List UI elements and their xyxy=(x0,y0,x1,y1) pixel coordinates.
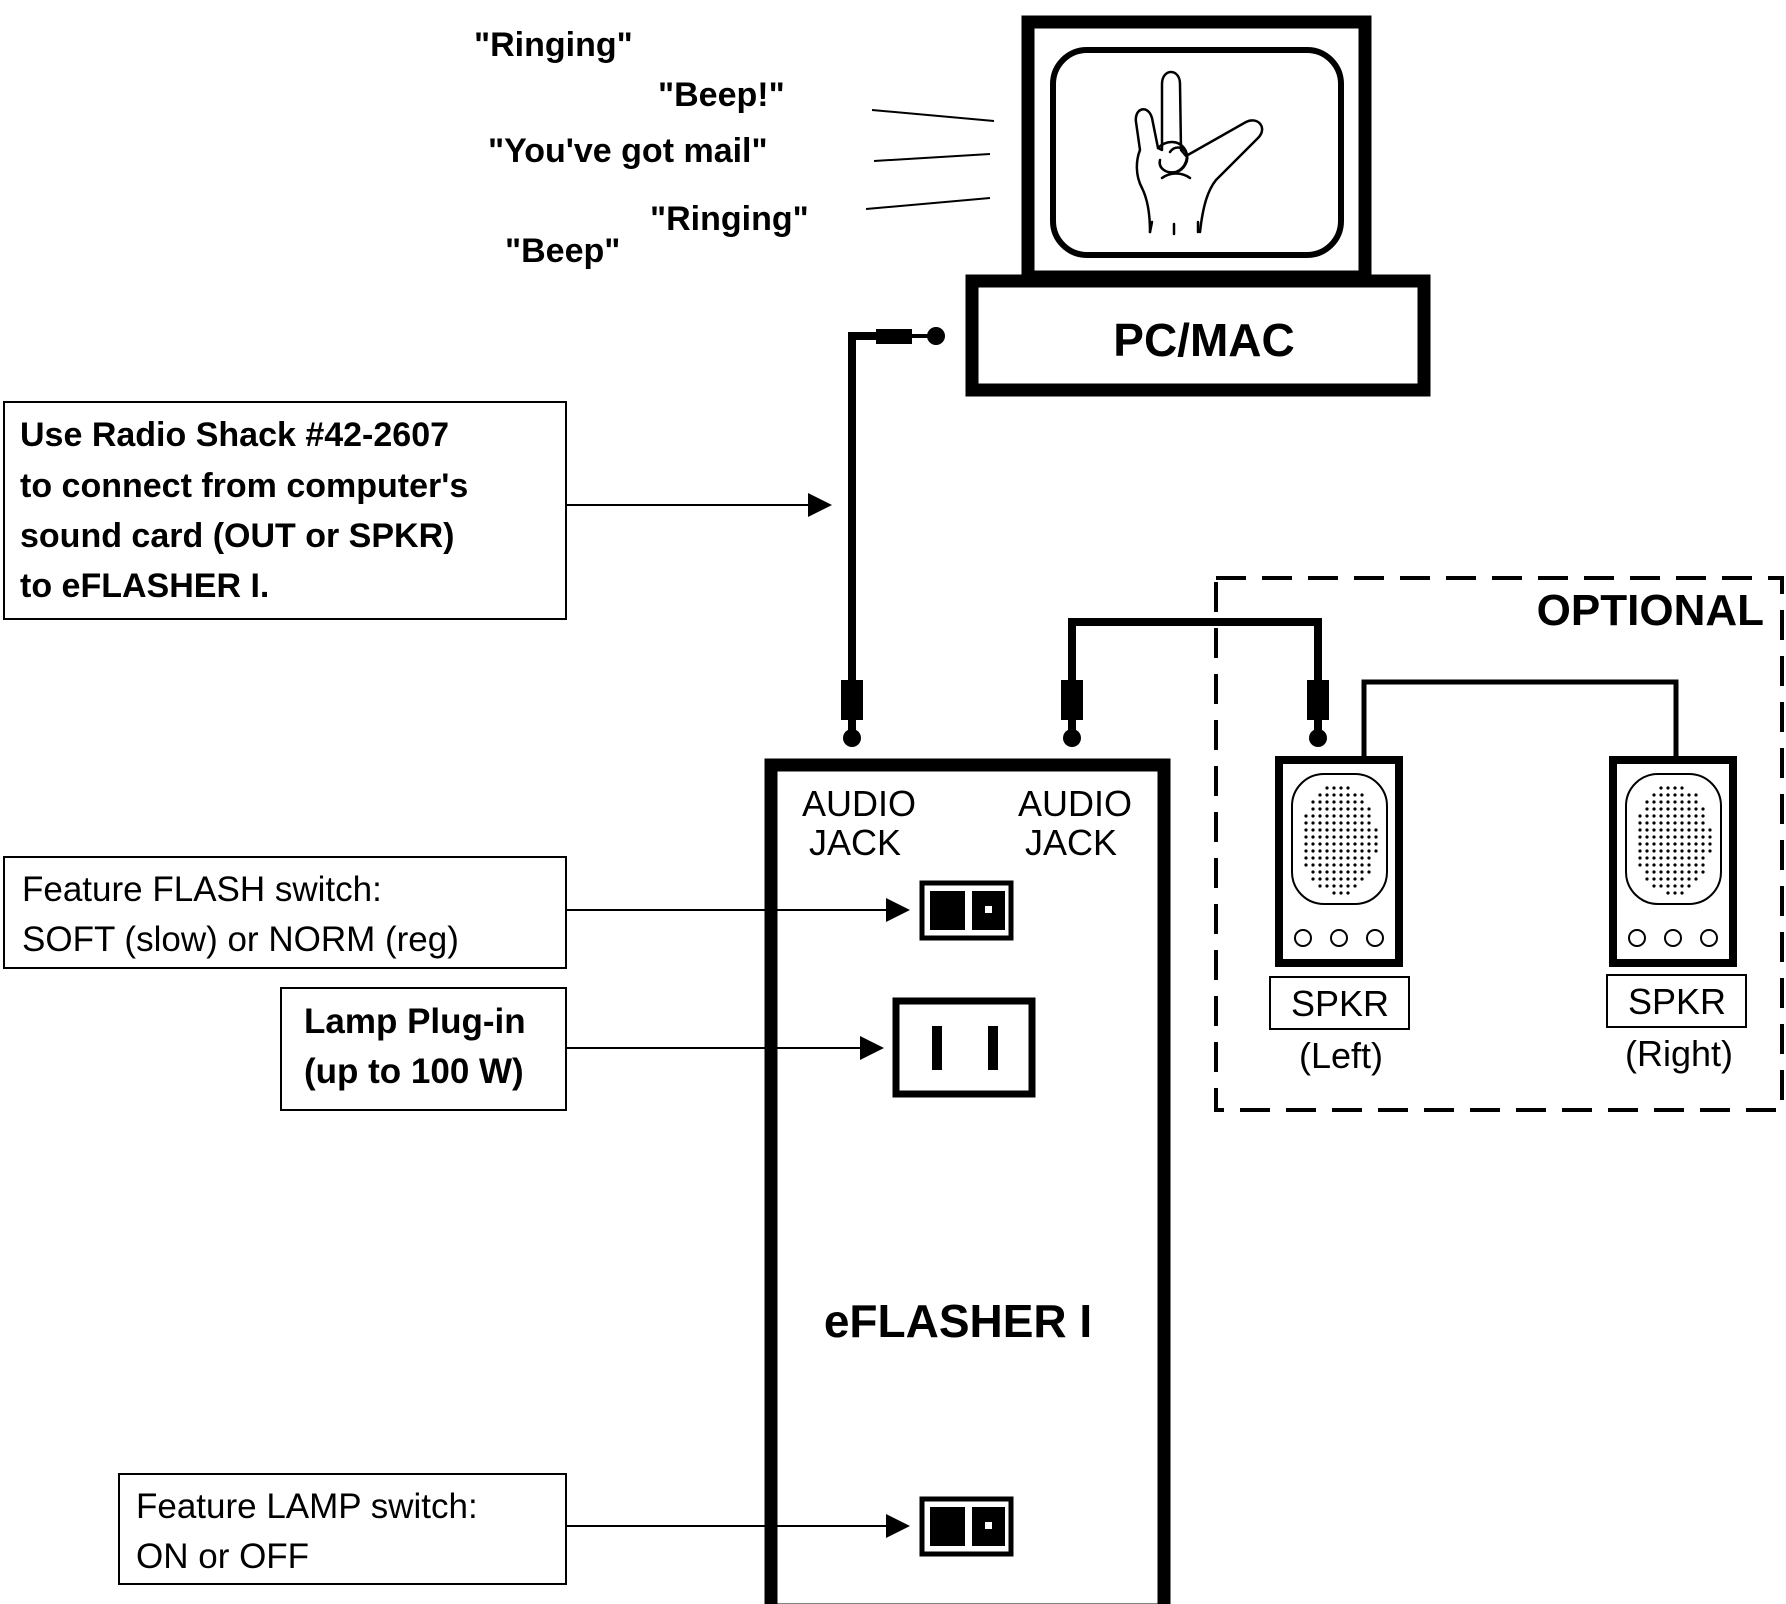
speaker-right: SPKR (Right) xyxy=(1606,756,1747,1074)
outlet-slot xyxy=(932,1026,942,1070)
speaker-knob-icon xyxy=(1664,929,1682,947)
lamp-outlet[interactable] xyxy=(892,997,1036,1098)
speaker-grille-dots xyxy=(1304,786,1378,895)
speaker-side: (Right) xyxy=(1625,1033,1733,1074)
arrowhead-icon xyxy=(886,898,910,922)
sound-label: "Ringing" xyxy=(650,200,809,238)
speaker-label: SPKR xyxy=(1291,983,1389,1024)
speaker-grille-icon xyxy=(1625,773,1722,905)
callout-text: (up to 100 W) xyxy=(304,1052,524,1091)
sound-wave-line xyxy=(865,197,991,210)
outlet-slot xyxy=(988,1026,998,1070)
sound-label: "You've got mail" xyxy=(488,132,768,170)
optional-section: OPTIONAL SPKR (Left) xyxy=(1061,576,1784,1112)
speaker-knob-icon xyxy=(1628,929,1646,947)
sound-wave-line xyxy=(871,109,995,122)
callout-text: to connect from computer's xyxy=(20,467,468,505)
speaker-grille-dots xyxy=(1638,786,1712,895)
cable-plug xyxy=(841,680,863,720)
speaker-grille-icon xyxy=(1291,773,1388,905)
callout-box xyxy=(280,987,567,1111)
sound-labels: "Ringing" "Beep!" "You've got mail" "Rin… xyxy=(474,26,809,270)
arrowhead-icon xyxy=(886,1514,910,1538)
callout-text: Use Radio Shack #42-2607 xyxy=(20,416,449,454)
callout-text: ON or OFF xyxy=(136,1537,309,1576)
sound-wave-line xyxy=(873,153,991,162)
speaker-knob-icon xyxy=(1366,929,1384,947)
callout-text: to eFLASHER I. xyxy=(20,567,269,605)
cable-callout: Use Radio Shack #42-2607 to connect from… xyxy=(3,401,832,620)
computer-label: PC/MAC xyxy=(1113,314,1294,366)
speaker-cable xyxy=(1061,618,1329,747)
cable-plug-tip xyxy=(843,729,861,747)
sound-wave-lines xyxy=(865,109,995,210)
callout-text: Feature FLASH switch: xyxy=(22,870,382,909)
optional-dashed-border xyxy=(1214,576,1784,1112)
lamp-switch[interactable] xyxy=(919,1496,1014,1557)
audio-jack-label: AUDIO xyxy=(1018,783,1132,824)
sound-label: "Ringing" xyxy=(474,26,633,64)
speaker-label-box xyxy=(1269,976,1410,1030)
arrowhead-icon xyxy=(860,1036,884,1060)
flash-switch[interactable] xyxy=(919,880,1014,941)
speaker-knob-icon xyxy=(1330,929,1348,947)
audio-jack-label: JACK xyxy=(1025,822,1117,863)
sound-label: "Beep!" xyxy=(658,76,785,114)
cable-plug xyxy=(876,329,912,344)
callout-text: Lamp Plug-in xyxy=(304,1002,526,1041)
arrowhead-icon xyxy=(808,493,832,517)
monitor-screen xyxy=(1050,47,1344,258)
audio-jack-label: JACK xyxy=(809,822,901,863)
computer: PC/MAC xyxy=(965,15,1431,397)
speaker-label: SPKR xyxy=(1628,981,1726,1022)
cable-plug xyxy=(1061,680,1083,720)
audio-cable-main xyxy=(841,327,945,747)
callout-box xyxy=(3,401,567,620)
cable-plug-tip xyxy=(1063,729,1081,747)
speaker-label-box xyxy=(1606,974,1747,1028)
eflasher-device: AUDIO JACK AUDIO JACK eFLASHER I xyxy=(764,758,1171,1604)
callout-box xyxy=(3,856,567,969)
optional-title: OPTIONAL xyxy=(1537,586,1764,635)
speaker-left: SPKR (Left) xyxy=(1269,756,1410,1076)
lamp-switch-callout: Feature LAMP switch: ON or OFF xyxy=(118,1473,910,1585)
callout-box xyxy=(118,1473,567,1585)
audio-jack-label: AUDIO xyxy=(802,783,916,824)
cable-plug-tip xyxy=(1309,729,1327,747)
callout-text: sound card (OUT or SPKR) xyxy=(20,517,454,555)
computer-base xyxy=(965,274,1431,397)
speaker-knob-icon xyxy=(1700,929,1718,947)
sound-label: "Beep" xyxy=(505,232,620,270)
callout-text: SOFT (slow) or NORM (reg) xyxy=(22,920,459,959)
cable-plug xyxy=(1307,680,1329,720)
ily-hand-sign-icon xyxy=(1134,70,1264,236)
flash-switch-callout: Feature FLASH switch: SOFT (slow) or NOR… xyxy=(3,856,910,969)
device-name: eFLASHER I xyxy=(824,1295,1092,1347)
lamp-plug-callout: Lamp Plug-in (up to 100 W) xyxy=(280,987,884,1111)
cable-plug-tip xyxy=(927,327,945,345)
speaker-link-wire xyxy=(1361,679,1679,756)
speaker-side: (Left) xyxy=(1299,1035,1383,1076)
speaker-knob-icon xyxy=(1294,929,1312,947)
callout-text: Feature LAMP switch: xyxy=(136,1487,478,1526)
